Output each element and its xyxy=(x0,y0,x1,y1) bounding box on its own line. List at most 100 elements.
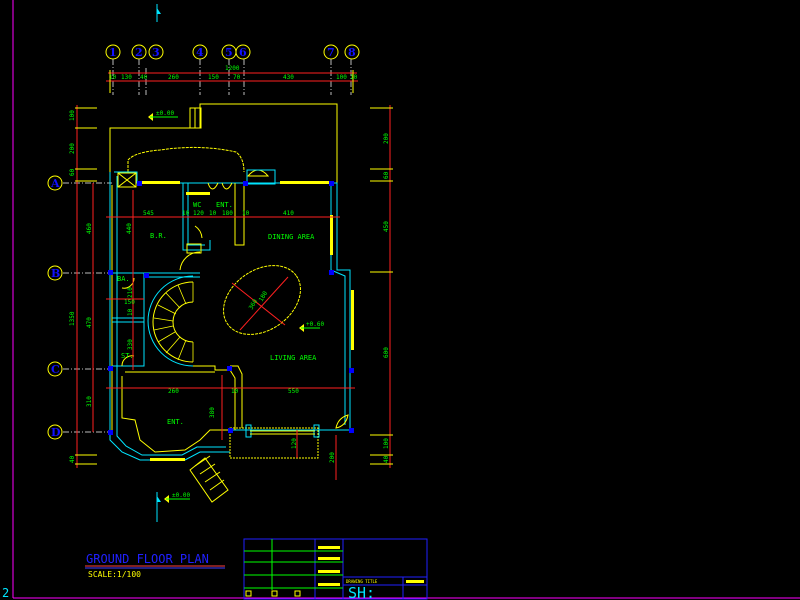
room-label-dining: DINING AREA xyxy=(268,233,315,241)
drawing-stroke xyxy=(229,427,319,459)
drawing-label: 5 xyxy=(225,46,233,59)
drawing-stroke xyxy=(165,336,181,354)
drawing-label: 260 xyxy=(168,74,179,81)
axis-bubble-7: 7 xyxy=(323,44,339,95)
drawing-stroke xyxy=(243,538,428,600)
level-marker-living: +0.60 xyxy=(299,321,324,332)
title-block-drawing-title: DRAWING TITLE xyxy=(346,579,378,584)
title-block-table: DRAWING TITLE SH: xyxy=(243,538,428,600)
corner-number: 2 xyxy=(2,586,9,600)
drawing-label: 100 xyxy=(69,110,76,121)
drawing-label: 1 xyxy=(109,46,117,59)
axis-bubble-4: 4 xyxy=(192,44,208,95)
drawing-stroke xyxy=(349,428,354,433)
drawing-stroke xyxy=(165,292,181,309)
terrace-outline xyxy=(109,103,338,183)
drawing-label: 545 xyxy=(143,210,154,217)
room-label-bath: BA. xyxy=(117,275,130,283)
drawing-stroke xyxy=(294,590,301,597)
level-marker-top: ±0.00 xyxy=(148,110,178,121)
drawing-stroke xyxy=(108,430,113,435)
drawing-stroke xyxy=(152,281,194,363)
drawing-label: ±0.00 xyxy=(172,492,190,499)
drawing-label: 10 xyxy=(242,210,250,217)
drawing-stroke xyxy=(147,275,194,367)
level-marker-bottom: ±0.00 xyxy=(164,492,190,503)
lower-entry xyxy=(121,371,349,503)
room-label-entry-upper: ENT. xyxy=(216,201,233,209)
drawing-stroke xyxy=(235,44,251,60)
room-label-entry-lower: ENT. xyxy=(167,418,184,426)
drawing-stroke xyxy=(349,368,354,373)
drawing-stroke xyxy=(231,282,286,326)
left-dimension-lines: 100 200 60 1350 40 460 470 310 xyxy=(69,105,97,468)
drawing-label: 3 xyxy=(152,46,160,59)
drawing-stroke xyxy=(330,183,346,425)
drawing-label: 70 xyxy=(233,74,241,81)
north-marker-bottom-icon xyxy=(156,492,161,522)
drawing-label: 40 xyxy=(383,455,390,463)
drawing-label: 200 xyxy=(383,133,390,144)
drawing-stroke xyxy=(186,192,210,195)
drawing-label: 380 xyxy=(209,407,216,418)
drawing-label: 450 xyxy=(383,221,390,232)
axis-bubble-8: 8 xyxy=(344,44,360,95)
drawing-stroke xyxy=(177,284,187,305)
drawing-label: 10 xyxy=(209,210,217,217)
drawing-label: 180 xyxy=(222,210,233,217)
drawing-label: 180 xyxy=(258,290,270,303)
drawing-stroke xyxy=(127,146,245,173)
drawing-stroke xyxy=(199,463,216,475)
drawing-stroke xyxy=(318,570,340,573)
drawing-stroke xyxy=(234,183,245,246)
drawing-stroke xyxy=(228,428,233,433)
drawing-label: 10 xyxy=(182,210,190,217)
drawing-stroke xyxy=(245,590,252,597)
drawing-stroke xyxy=(150,458,185,461)
drawing-label: 310 xyxy=(86,396,93,407)
drawing-label: 130 xyxy=(121,74,132,81)
drawing-stroke xyxy=(148,44,164,60)
room-labels: B.R. WC ENT. DINING AREA BA. ST. LIVING … xyxy=(117,201,317,426)
drawing-stroke xyxy=(153,317,174,322)
room-label-store: ST. xyxy=(121,352,134,360)
drawing-stroke xyxy=(108,366,113,371)
axis-bubble-3: 3 xyxy=(145,44,164,95)
drawing-label: 260 xyxy=(168,388,179,395)
column-axes: 1 2 3 4 5 6 7 8 xyxy=(105,44,360,95)
drawing-label: 100 xyxy=(336,74,347,81)
drawing-stroke xyxy=(47,424,63,440)
drawing-label: 7 xyxy=(327,46,335,59)
drawing-title: GROUND FLOOR PLAN xyxy=(86,552,209,566)
inner-dimensions: 545 10 120 10 180 10 410 440 210 150 10 … xyxy=(106,190,355,463)
drawing-stroke xyxy=(157,8,161,14)
drawing-stroke xyxy=(187,183,205,246)
entry-steps xyxy=(189,455,229,503)
room-label-bedroom: B.R. xyxy=(150,232,167,240)
right-dimension-lines: 200 60 450 600 100 40 xyxy=(370,105,393,468)
drawing-stroke xyxy=(280,181,330,184)
drawing-stroke xyxy=(243,181,248,186)
drawing-stroke xyxy=(193,365,236,430)
drawing-stroke xyxy=(194,455,211,467)
drawing-stroke xyxy=(209,479,225,491)
drawing-stroke xyxy=(121,277,135,289)
drawing-stroke xyxy=(117,172,137,188)
drawing-stroke xyxy=(140,181,180,184)
drawing-label: 8 xyxy=(348,46,356,59)
drawing-label: 2 xyxy=(135,46,143,59)
axis-bubble-c: C xyxy=(47,361,112,377)
room-label-wc: WC xyxy=(193,201,201,209)
drawing-stroke xyxy=(227,366,232,371)
drawing-label: 360 xyxy=(248,298,260,311)
drawing-label: A xyxy=(50,177,60,190)
drawing-label: 150 xyxy=(124,299,135,306)
drawing-label: 10 xyxy=(231,388,239,395)
drawing-label: D xyxy=(51,426,61,439)
interior-walls xyxy=(112,169,276,367)
drawing-stroke xyxy=(318,583,340,586)
drawing-label: 1200 xyxy=(225,65,240,72)
drawing-label: 430 xyxy=(283,74,294,81)
drawing-stroke xyxy=(172,301,194,343)
